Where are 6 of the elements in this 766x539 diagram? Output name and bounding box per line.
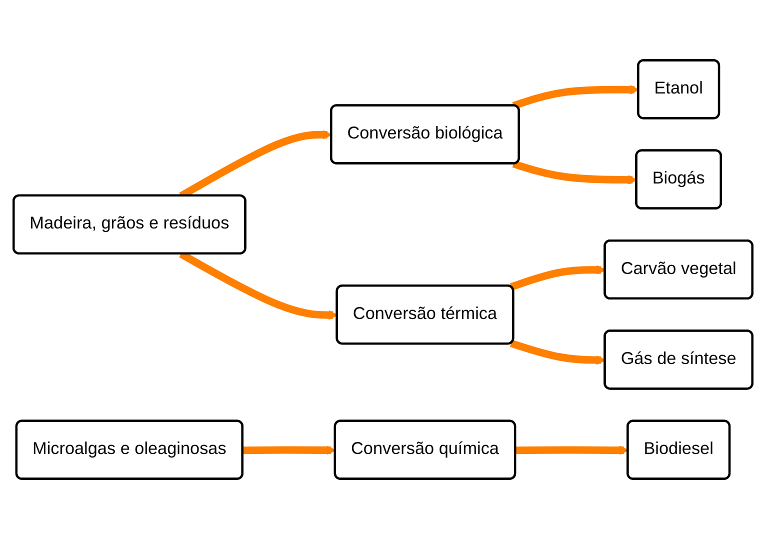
arrow [512, 84, 640, 110]
arrow [242, 446, 336, 455]
arrow [512, 160, 638, 185]
arrow [510, 340, 606, 365]
arrow [516, 446, 629, 455]
arrow [510, 265, 606, 290]
